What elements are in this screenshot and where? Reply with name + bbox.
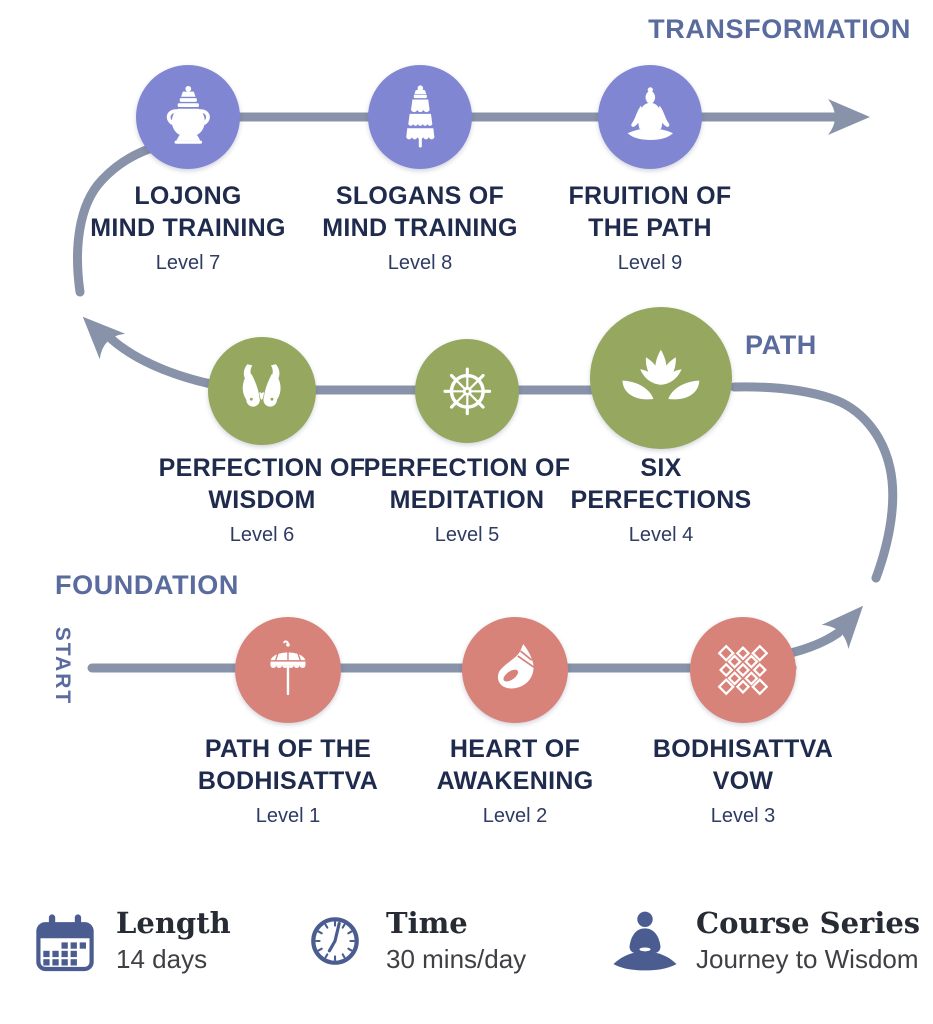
node-caption-path-of-bodhisattva: PATH OF THE BODHISATTVA Level 1 (148, 733, 428, 828)
node-level: Level 4 (628, 524, 694, 546)
node-title: VOW (712, 767, 774, 795)
node-caption-slogans: SLOGANS OF MIND TRAINING Level 8 (280, 180, 560, 275)
node-circle-fruition (598, 65, 702, 169)
info-value: 30 mins/day (386, 943, 527, 974)
meditator-icon (613, 911, 677, 971)
node-circle-path-of-bodhisattva (235, 617, 341, 723)
node-level: Level 2 (482, 805, 548, 827)
node-title: LOJONG (134, 182, 242, 210)
node-caption-wisdom: PERFECTION OF WISDOM Level 6 (122, 452, 402, 547)
node-circle-bodhisattva-vow (690, 617, 796, 723)
node-level: Level 8 (387, 252, 453, 274)
node-title: BODHISATTVA (197, 767, 379, 795)
info-item-length: Length 14 days (30, 906, 231, 976)
endless-knot-icon (717, 644, 769, 696)
path-to-transformation-arc-upper (73, 144, 154, 297)
dharma-wheel-icon (443, 367, 491, 415)
info-item-time: Time 30 mins/day (300, 906, 526, 976)
info-label: Length (116, 906, 231, 940)
node-title: MIND TRAINING (322, 214, 518, 242)
node-level: Level 3 (710, 805, 776, 827)
node-title: WISDOM (208, 486, 316, 514)
clock-icon (311, 917, 359, 965)
node-title: HEART OF (449, 735, 581, 763)
node-circle-slogans (368, 65, 472, 169)
lotus-icon (622, 349, 700, 400)
section-label-start: START (51, 626, 74, 706)
node-caption-bodhisattva-vow: BODHISATTVA VOW Level 3 (603, 733, 883, 828)
section-label-transformation: TRANSFORMATION (648, 14, 911, 44)
info-text: Time 30 mins/day (386, 906, 526, 975)
info-item-course-series: Course Series Journey to Wisdom (610, 906, 920, 976)
node-level: Level 9 (617, 252, 683, 274)
info-value: 14 days (116, 943, 208, 974)
section-label-path: PATH (745, 330, 817, 360)
node-circle-wisdom (208, 337, 316, 445)
node-circle-heart-of-awakening (462, 617, 568, 723)
meditating-buddha-icon (627, 86, 673, 140)
node-level: Level 5 (434, 524, 500, 546)
section-label-foundation: FOUNDATION (55, 570, 239, 600)
node-caption-lojong: LOJONG MIND TRAINING Level 7 (48, 180, 328, 275)
info-label: Course Series (696, 906, 921, 940)
info-value: Journey to Wisdom (696, 943, 919, 974)
node-circle-lojong (136, 65, 240, 169)
foundation-to-path-arc-upper (729, 382, 898, 583)
node-title: FRUITION OF (568, 182, 732, 210)
node-title: SIX (640, 454, 682, 482)
golden-fishes-icon (243, 364, 281, 408)
node-title: PATH OF THE (204, 735, 372, 763)
transformation-arrowhead-icon (828, 99, 870, 135)
treasure-vase-icon (166, 85, 210, 144)
node-title: MIND TRAINING (90, 214, 286, 242)
foundation-to-path-arrowhead-icon (821, 605, 864, 649)
node-title: SLOGANS OF (335, 182, 505, 210)
info-text: Length 14 days (116, 906, 231, 975)
info-text: Course Series Journey to Wisdom (696, 906, 920, 975)
node-level: Level 7 (155, 252, 221, 274)
node-caption-fruition: FRUITION OF THE PATH Level 9 (510, 180, 790, 275)
node-title: THE PATH (588, 214, 712, 242)
path-to-transformation-arrowhead-icon (82, 316, 126, 360)
calendar-icon (36, 914, 94, 972)
node-title: PERFECTIONS (570, 486, 752, 514)
node-title: AWAKENING (436, 767, 594, 795)
victory-banner-icon (405, 85, 435, 148)
info-label: Time (386, 906, 468, 940)
node-circle-six-perfections (590, 307, 732, 449)
node-caption-meditation: PERFECTION OF MEDITATION Level 5 (327, 452, 607, 547)
node-title: BODHISATTVA (652, 735, 834, 763)
node-title: PERFECTION OF (158, 454, 366, 482)
node-circle-meditation (415, 339, 519, 443)
node-level: Level 6 (229, 524, 295, 546)
node-level: Level 1 (255, 805, 321, 827)
node-caption-six-perfections: SIX PERFECTIONS Level 4 (521, 452, 801, 547)
node-title: PERFECTION OF (363, 454, 571, 482)
parasol-icon (270, 640, 306, 696)
node-caption-heart-of-awakening: HEART OF AWAKENING Level 2 (375, 733, 655, 828)
conch-shell-icon (497, 644, 535, 689)
node-title: MEDITATION (389, 486, 545, 514)
